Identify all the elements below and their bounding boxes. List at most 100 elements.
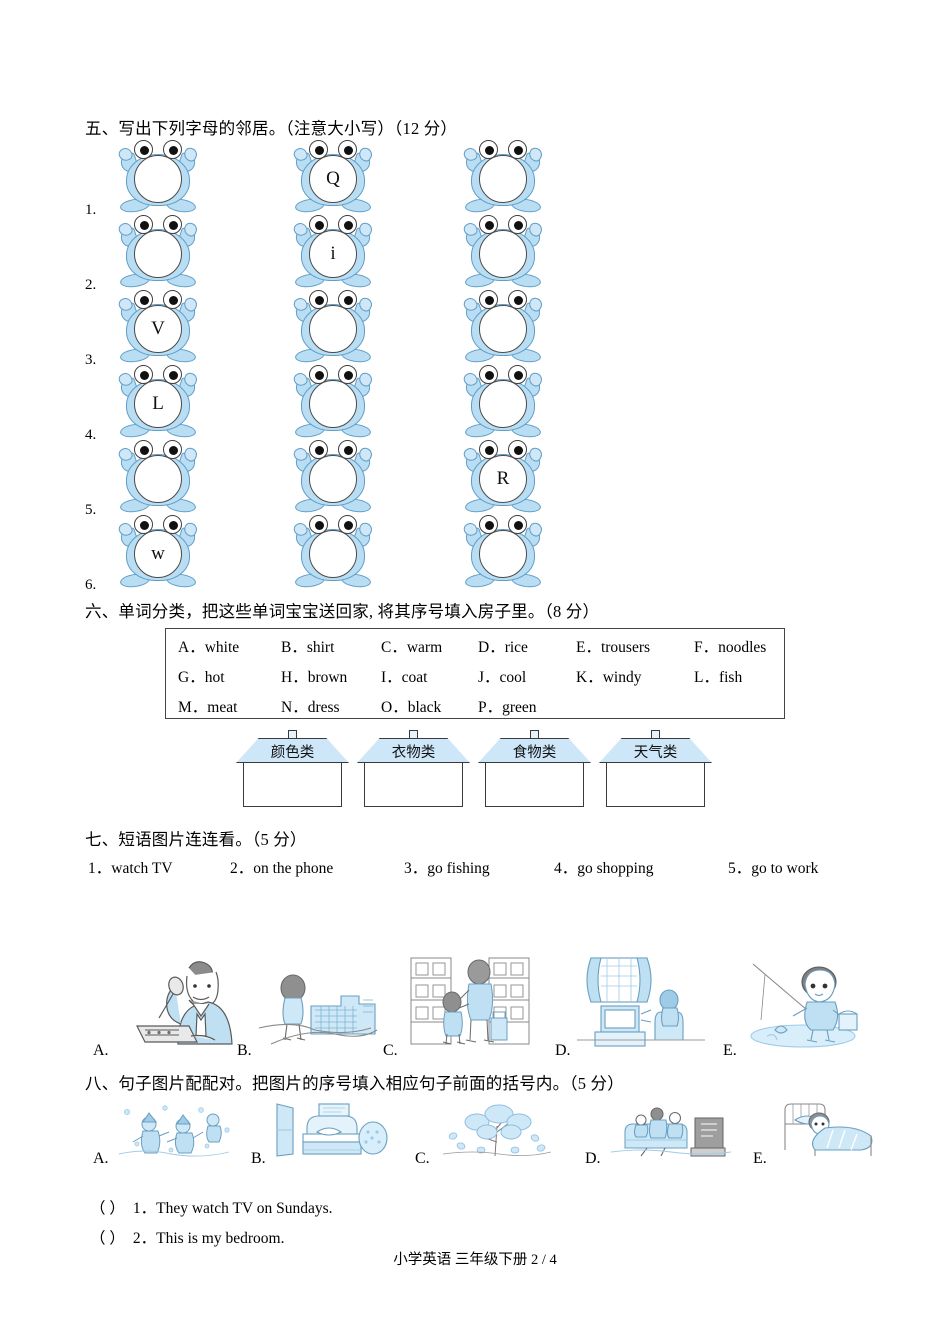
word-bank-item: N．dress bbox=[281, 699, 340, 716]
word-bank-item: I．coat bbox=[381, 669, 428, 686]
frog-letter-slot[interactable] bbox=[116, 440, 200, 515]
answer-bracket[interactable]: （ ） bbox=[90, 1200, 125, 1217]
phrase-item[interactable]: 3．go fishing bbox=[404, 860, 490, 877]
picture-girl-fishing[interactable]: E. bbox=[723, 950, 883, 1060]
frog-eye-left bbox=[134, 515, 153, 534]
frog-eye-right bbox=[508, 440, 527, 459]
picture-label-c2: C. bbox=[415, 1150, 430, 1167]
frog-eye-right bbox=[338, 515, 357, 534]
word-bank-item: G．hot bbox=[178, 669, 225, 686]
section-5-title: 五、写出下列字母的邻居。（注意大小写）（12 分） bbox=[85, 119, 458, 138]
frog-letter-slot[interactable]: V bbox=[116, 290, 200, 365]
frog-row: 1. Q bbox=[85, 140, 645, 218]
frog-eye-right bbox=[163, 290, 182, 309]
frog-letter bbox=[479, 380, 527, 428]
house-label: 颜色类 bbox=[270, 744, 315, 761]
house-label: 食物类 bbox=[512, 744, 557, 761]
word-bank-item: E．trousers bbox=[576, 639, 651, 656]
row-number: 4. bbox=[85, 427, 97, 443]
picture-mother-child-shopping[interactable]: C. bbox=[383, 950, 543, 1060]
word-bank-item: O．black bbox=[381, 699, 442, 716]
frog-eye-right bbox=[338, 140, 357, 159]
page-footer: 小学英语 三年级下册 2 / 4 bbox=[393, 1252, 557, 1268]
frog-row: 4. L bbox=[85, 365, 645, 443]
category-house[interactable]: 食物类 bbox=[478, 730, 591, 808]
house-answer-area[interactable] bbox=[485, 762, 584, 807]
category-house[interactable]: 衣物类 bbox=[357, 730, 470, 808]
row-number: 6. bbox=[85, 577, 97, 593]
frog-letter-slot[interactable] bbox=[291, 365, 375, 440]
frog-letter-slot[interactable]: i bbox=[291, 215, 375, 290]
frog-letter-slot[interactable]: L bbox=[116, 365, 200, 440]
picture-family-watching-tv[interactable]: D. bbox=[585, 1098, 745, 1168]
picture-children-playing-snow[interactable]: A. bbox=[93, 1098, 243, 1168]
word-bank-item: L．fish bbox=[694, 669, 743, 686]
frog-letter-slot[interactable] bbox=[291, 440, 375, 515]
frog-row: 2. i bbox=[85, 215, 645, 293]
frog-letter-slot[interactable] bbox=[116, 215, 200, 290]
row-number: 3. bbox=[85, 352, 97, 368]
phrase-item[interactable]: 2．on the phone bbox=[230, 860, 334, 877]
house-answer-area[interactable] bbox=[606, 762, 705, 807]
frog-letter-slot[interactable] bbox=[461, 215, 545, 290]
frog-eye-left bbox=[134, 215, 153, 234]
frog-letter-slot[interactable] bbox=[291, 290, 375, 365]
phrase-item[interactable]: 1．watch TV bbox=[88, 860, 173, 877]
picture-boy-watching-tv[interactable]: D. bbox=[555, 950, 715, 1060]
word-bank-item: P．green bbox=[478, 699, 537, 716]
house-answer-area[interactable] bbox=[364, 762, 463, 807]
sentence-text: 2．This is my bedroom. bbox=[132, 1230, 285, 1247]
sentence-text: 1．They watch TV on Sundays. bbox=[132, 1200, 333, 1217]
frog-letter-slot[interactable]: Q bbox=[291, 140, 375, 215]
frog-eye-right bbox=[163, 140, 182, 159]
frog-letter-slot[interactable] bbox=[116, 140, 200, 215]
frog-letter-slot[interactable]: R bbox=[461, 440, 545, 515]
house-answer-area[interactable] bbox=[243, 762, 342, 807]
picture-label-a: A. bbox=[93, 1042, 109, 1059]
frog-letter-slot[interactable] bbox=[291, 515, 375, 590]
row-number: 5. bbox=[85, 502, 97, 518]
match-sentence-row: （ ） 1．They watch TV on Sundays. bbox=[90, 1196, 333, 1218]
picture-label-e: E. bbox=[723, 1042, 737, 1059]
frog-row: 5. R bbox=[85, 440, 645, 518]
row-number: 2. bbox=[85, 277, 97, 293]
answer-bracket[interactable]: （ ） bbox=[90, 1230, 125, 1247]
category-house[interactable]: 颜色类 bbox=[236, 730, 349, 808]
phrase-item[interactable]: 5．go to work bbox=[728, 860, 819, 877]
frog-eye-right bbox=[508, 290, 527, 309]
picture-label-a2: A. bbox=[93, 1150, 109, 1167]
picture-person-sleeping-bed[interactable]: E. bbox=[753, 1098, 903, 1168]
picture-man-on-phone[interactable]: A. bbox=[93, 950, 243, 1060]
frog-letter bbox=[309, 305, 357, 353]
frog-letter bbox=[134, 455, 182, 503]
frog-eye-right bbox=[338, 440, 357, 459]
frog-letter-slot[interactable] bbox=[461, 515, 545, 590]
frog-letter-slot[interactable] bbox=[461, 365, 545, 440]
frog-letter bbox=[479, 155, 527, 203]
match-sentence-row: （ ） 2．This is my bedroom. bbox=[90, 1226, 284, 1248]
frog-letter-slot[interactable] bbox=[461, 290, 545, 365]
frog-letter-slot[interactable]: w bbox=[116, 515, 200, 590]
frog-letter-slot[interactable] bbox=[461, 140, 545, 215]
frog-letter bbox=[479, 230, 527, 278]
word-bank-item: D．rice bbox=[478, 639, 528, 656]
word-bank-item: A．white bbox=[178, 639, 240, 656]
picture-woman-walking-to-office[interactable]: B. bbox=[237, 950, 387, 1060]
frog-letter: R bbox=[479, 455, 527, 503]
frog-eye-left bbox=[479, 290, 498, 309]
frog-letter bbox=[479, 530, 527, 578]
row-number: 1. bbox=[85, 202, 97, 218]
frog-letter: L bbox=[134, 380, 182, 428]
frog-letter bbox=[309, 530, 357, 578]
frog-letter: w bbox=[134, 530, 182, 578]
phrase-item[interactable]: 4．go shopping bbox=[554, 860, 654, 877]
category-house[interactable]: 天气类 bbox=[599, 730, 712, 808]
picture-bedroom[interactable]: B. bbox=[251, 1098, 401, 1168]
word-bank-item: H．brown bbox=[281, 669, 348, 686]
picture-tree-windy[interactable]: C. bbox=[415, 1098, 565, 1168]
frog-eye-right bbox=[508, 365, 527, 384]
frog-eye-right bbox=[508, 140, 527, 159]
house-label: 衣物类 bbox=[391, 744, 436, 761]
